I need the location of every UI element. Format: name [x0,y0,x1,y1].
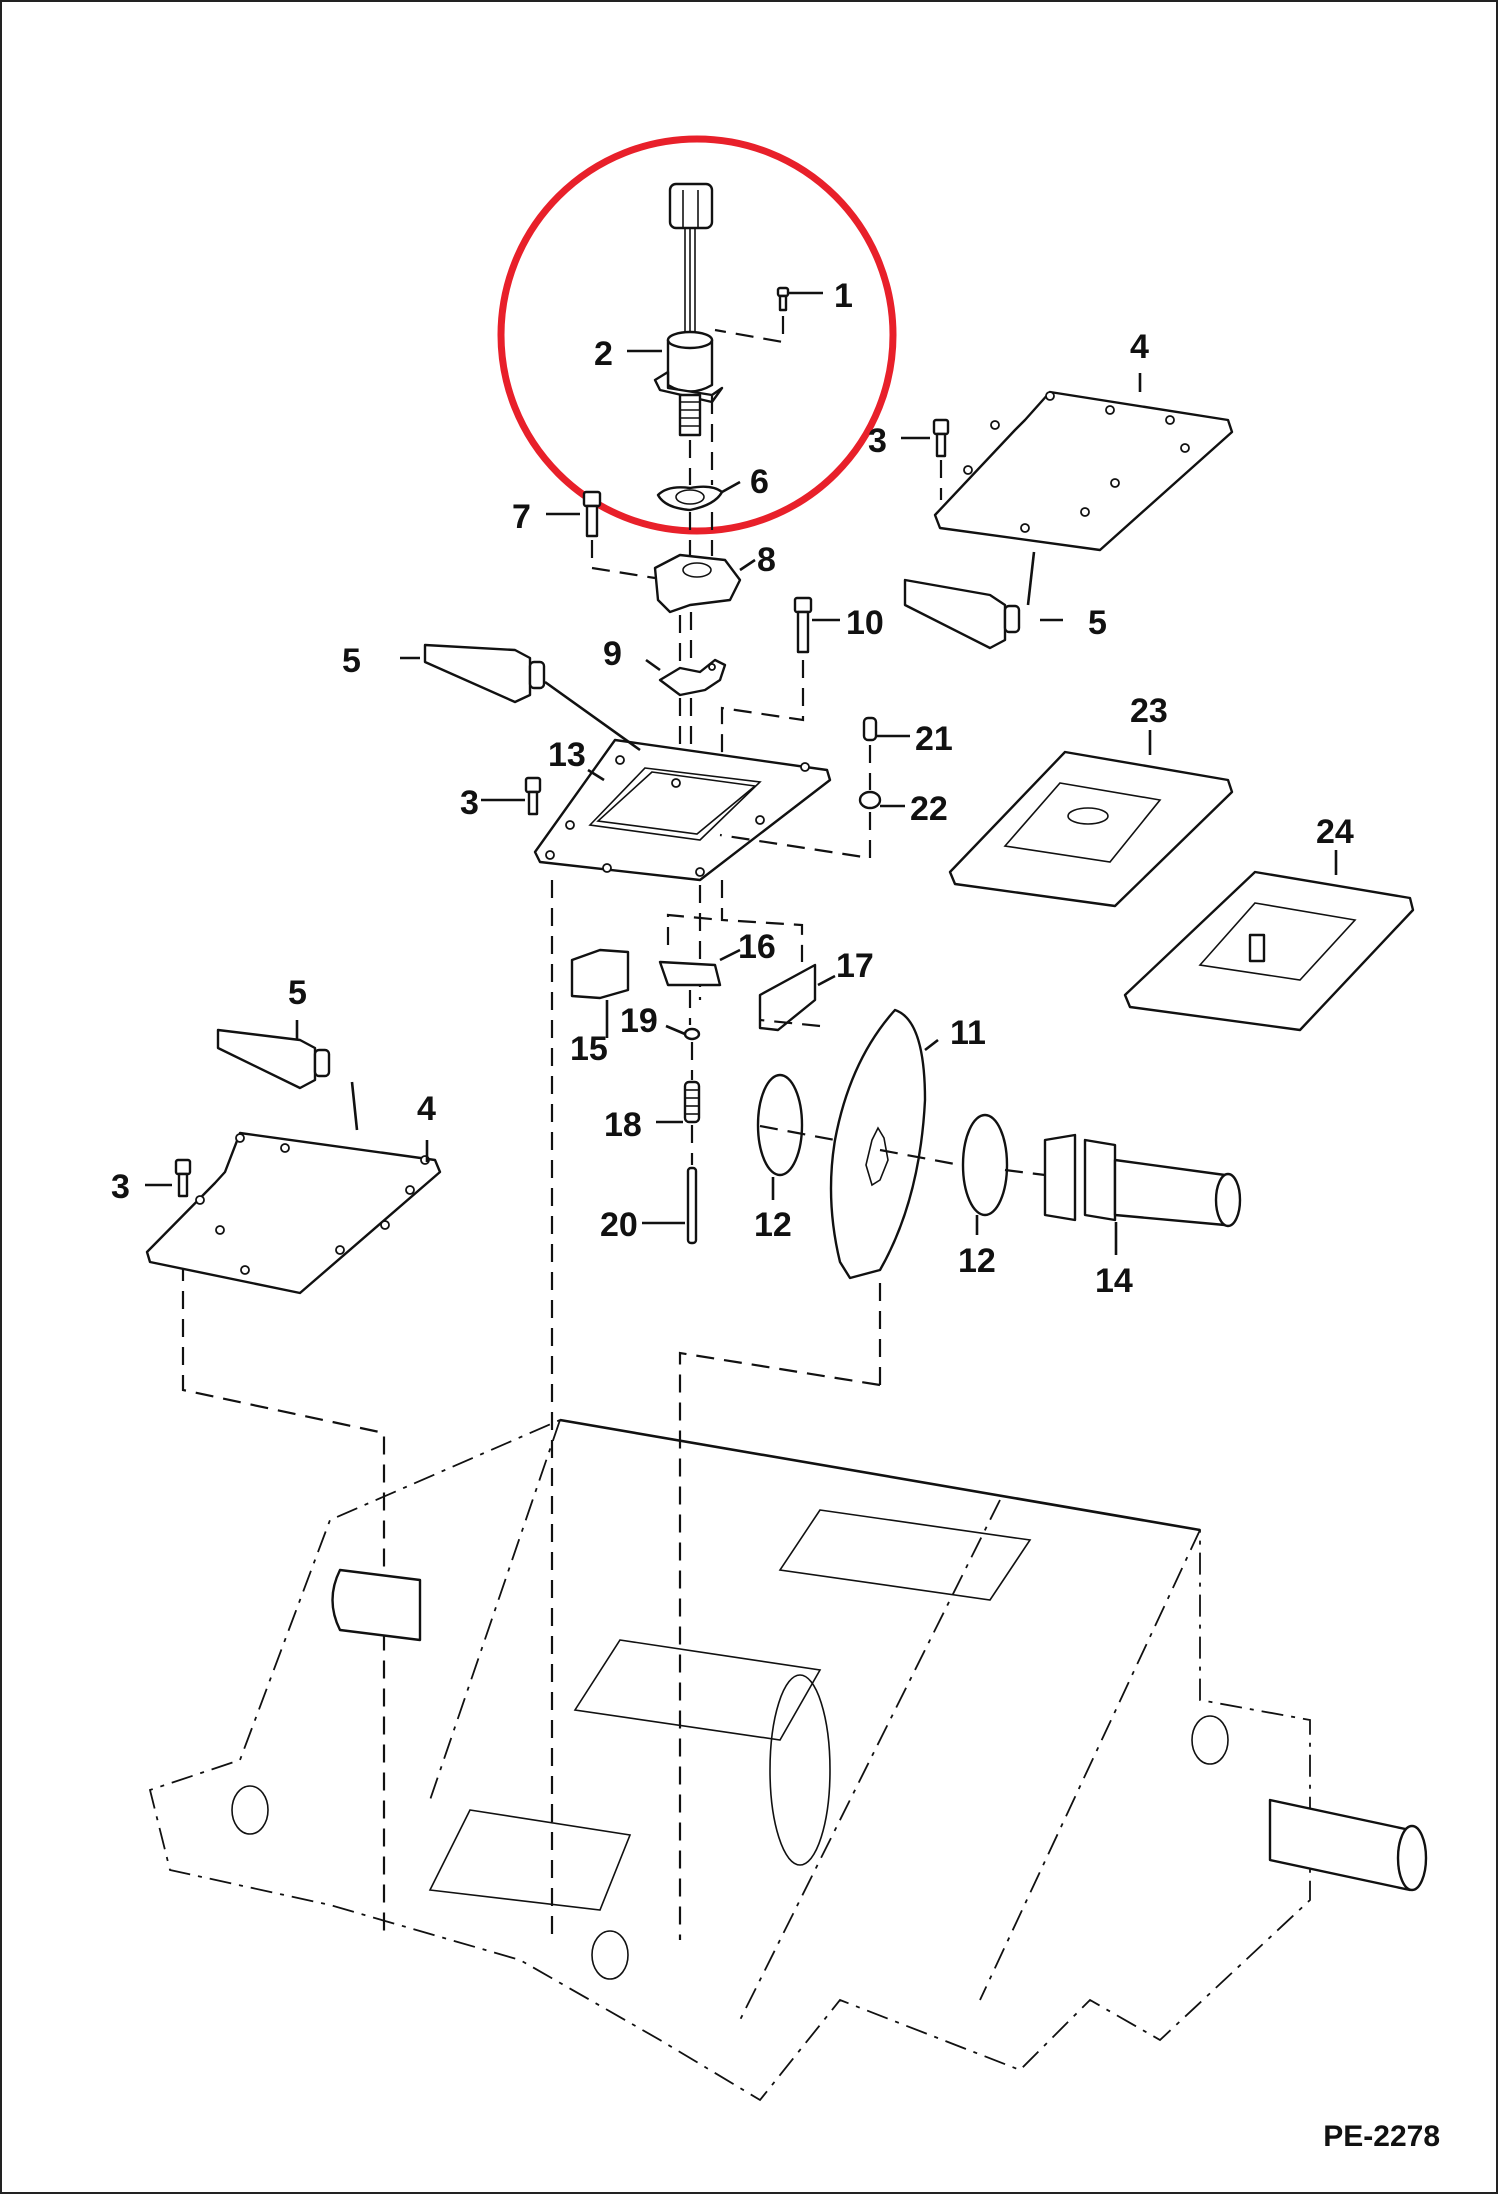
part-20-pin[interactable] [686,1166,698,1245]
callout-3: 3 [868,422,887,460]
part-13-plate[interactable] [533,738,832,882]
leader-lines [145,291,1338,1255]
highlight-circle [497,135,897,535]
part-7-bolt[interactable] [582,490,602,538]
part-2-solenoid[interactable] [653,182,724,437]
part-18-spring[interactable] [683,1080,701,1124]
part-14-sprocket-shaft[interactable] [1043,1133,1242,1228]
callout-15: 15 [570,1030,608,1068]
part-5-tube-right[interactable] [903,578,1021,650]
part-1-screw[interactable] [776,286,790,312]
part-15-block[interactable] [570,948,630,1000]
part-17-block[interactable] [758,963,817,1032]
callout-9: 9 [603,635,622,673]
callout-5: 5 [1088,604,1107,642]
callout-11: 11 [950,1014,986,1052]
part-6-gasket[interactable] [656,485,724,512]
chassis-frame [148,1418,1428,2102]
callout-2: 2 [594,335,613,373]
part-12-snap-ring-left[interactable] [756,1073,804,1177]
callout-4: 4 [1130,328,1149,366]
part-3-bolt-center[interactable] [524,776,542,816]
callout-3: 3 [111,1168,130,1206]
callout-21: 21 [915,720,953,758]
callout-19: 19 [620,1002,658,1040]
callout-4: 4 [417,1090,436,1128]
part-23-cover[interactable] [948,750,1234,908]
callout-17: 17 [836,947,874,985]
callout-13: 13 [548,736,586,774]
part-16-pin[interactable] [658,960,722,987]
part-5-tube-center[interactable] [423,643,546,704]
part-22-plug[interactable] [858,790,882,810]
part-9-gasket[interactable] [658,658,727,697]
callout-22: 22 [910,790,948,828]
callout-12: 12 [958,1242,996,1280]
part-5-tube-left[interactable] [216,1028,331,1090]
callout-5: 5 [288,974,307,1012]
part-8-valve-block[interactable] [653,553,742,614]
part-24-cover[interactable] [1123,870,1415,1032]
callout-23: 23 [1130,692,1168,730]
callout-1: 1 [834,277,853,315]
callout-24: 24 [1316,813,1354,851]
callout-18: 18 [604,1106,642,1144]
callout-20: 20 [600,1206,638,1244]
part-12-snap-ring-right[interactable] [961,1113,1009,1217]
part-21-fitting[interactable] [862,716,878,742]
part-3-bolt-top-right[interactable] [932,418,950,458]
part-4-cover-top-right[interactable] [933,390,1234,552]
callout-6: 6 [750,463,769,501]
callout-10: 10 [846,604,884,642]
callout-8: 8 [757,541,776,579]
callout-7: 7 [512,498,531,536]
part-3-bolt-left[interactable] [174,1158,192,1198]
part-10-bolt[interactable] [793,596,813,654]
callout-14: 14 [1095,1262,1133,1300]
part-19-oring[interactable] [683,1027,701,1041]
callout-3: 3 [460,784,479,822]
part-11-disc[interactable] [829,1008,927,1280]
callout-labels: 1 2 3 4 6 7 8 5 10 5 9 21 13 23 3 22 24 … [111,277,1354,1300]
callout-5: 5 [342,642,361,680]
drawing-id-label: PE-2278 [1323,2120,1440,2153]
callout-16: 16 [738,928,776,966]
callout-12: 12 [754,1206,792,1244]
part-4-cover-left[interactable] [145,1131,442,1295]
